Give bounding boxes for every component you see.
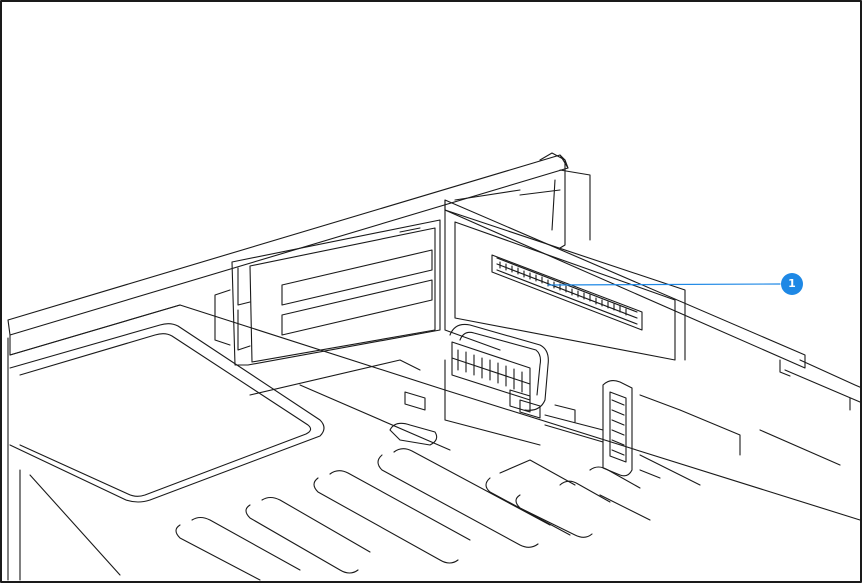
small-connectors [389,389,541,446]
power-connector [444,323,549,446]
callout-leader-line [547,283,781,286]
expansion-slot-covers [214,219,441,366]
drive-bay [544,379,841,479]
callout-1-label: 1 [788,277,796,290]
riser-bracket [444,189,686,361]
chassis-wall [7,152,591,581]
floor-slots [19,448,701,581]
chassis-floor [9,304,861,521]
chassis-right-wall [444,199,862,411]
pcie-slot [491,254,643,331]
callout-1-badge: 1 [781,273,803,295]
